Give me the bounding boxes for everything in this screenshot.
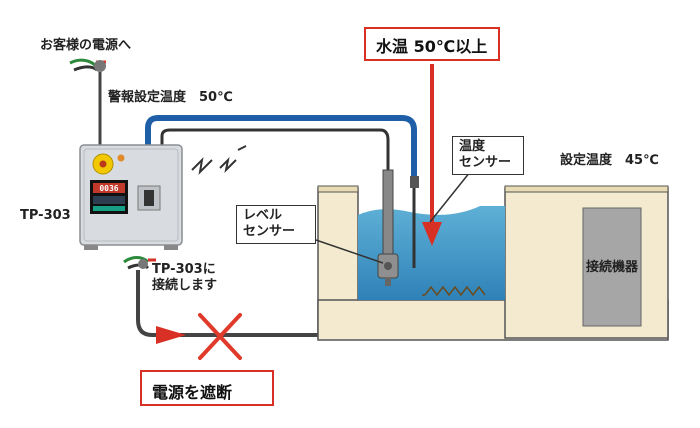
connect-line1: TP-303に xyxy=(152,262,216,277)
lightning-wave-icon xyxy=(191,145,247,175)
level-sensor-probe xyxy=(377,169,399,286)
connected-device-box xyxy=(582,207,642,327)
controller-tp303 xyxy=(79,144,183,250)
customer-power-label: お客様の電源へ xyxy=(40,38,132,53)
level-sensor-line1: レベル xyxy=(243,208,283,223)
set-temp-label: 設定温度 45℃ xyxy=(560,153,659,168)
level-sensor-callout: レベル センサー xyxy=(236,205,316,244)
connect-line2: 接続します xyxy=(152,277,218,293)
temp-sensor-leader xyxy=(429,171,471,223)
connect-instruction-label: TP-303に 接続します xyxy=(152,262,217,293)
power-line-to-tank xyxy=(136,270,330,337)
connected-device-label: 接続機器 xyxy=(585,260,638,275)
alarm-temp-label: 警報設定温度 50℃ xyxy=(108,90,233,105)
water-temp-arrow xyxy=(422,64,442,246)
power-plug-top xyxy=(69,58,106,72)
temp-sensor-line1: 温度 xyxy=(459,139,486,154)
temp-sensor-callout: 温度 センサー xyxy=(452,136,524,175)
level-sensor-line2: センサー xyxy=(243,224,296,240)
red-arrow-icon xyxy=(156,326,186,344)
temp-sensor-line2: センサー xyxy=(459,155,512,171)
controller-model-label: TP-303 xyxy=(20,208,71,223)
cross-mark-icon xyxy=(198,313,242,360)
connection-plug-bottom xyxy=(123,256,156,270)
display-reading: 0036 xyxy=(99,184,118,193)
water-temp-callout: 水温 50℃以上 xyxy=(364,27,500,61)
level-sensor-leader xyxy=(315,239,384,264)
sensor-cable-blue xyxy=(145,115,417,181)
indicator-lamp-icon xyxy=(117,154,125,162)
temperature-sensor-probe xyxy=(410,176,419,268)
level-sensor-cable xyxy=(160,128,390,255)
power-cutoff-callout: 電源を遮断 xyxy=(140,370,274,406)
heater-coil-icon xyxy=(422,285,486,297)
